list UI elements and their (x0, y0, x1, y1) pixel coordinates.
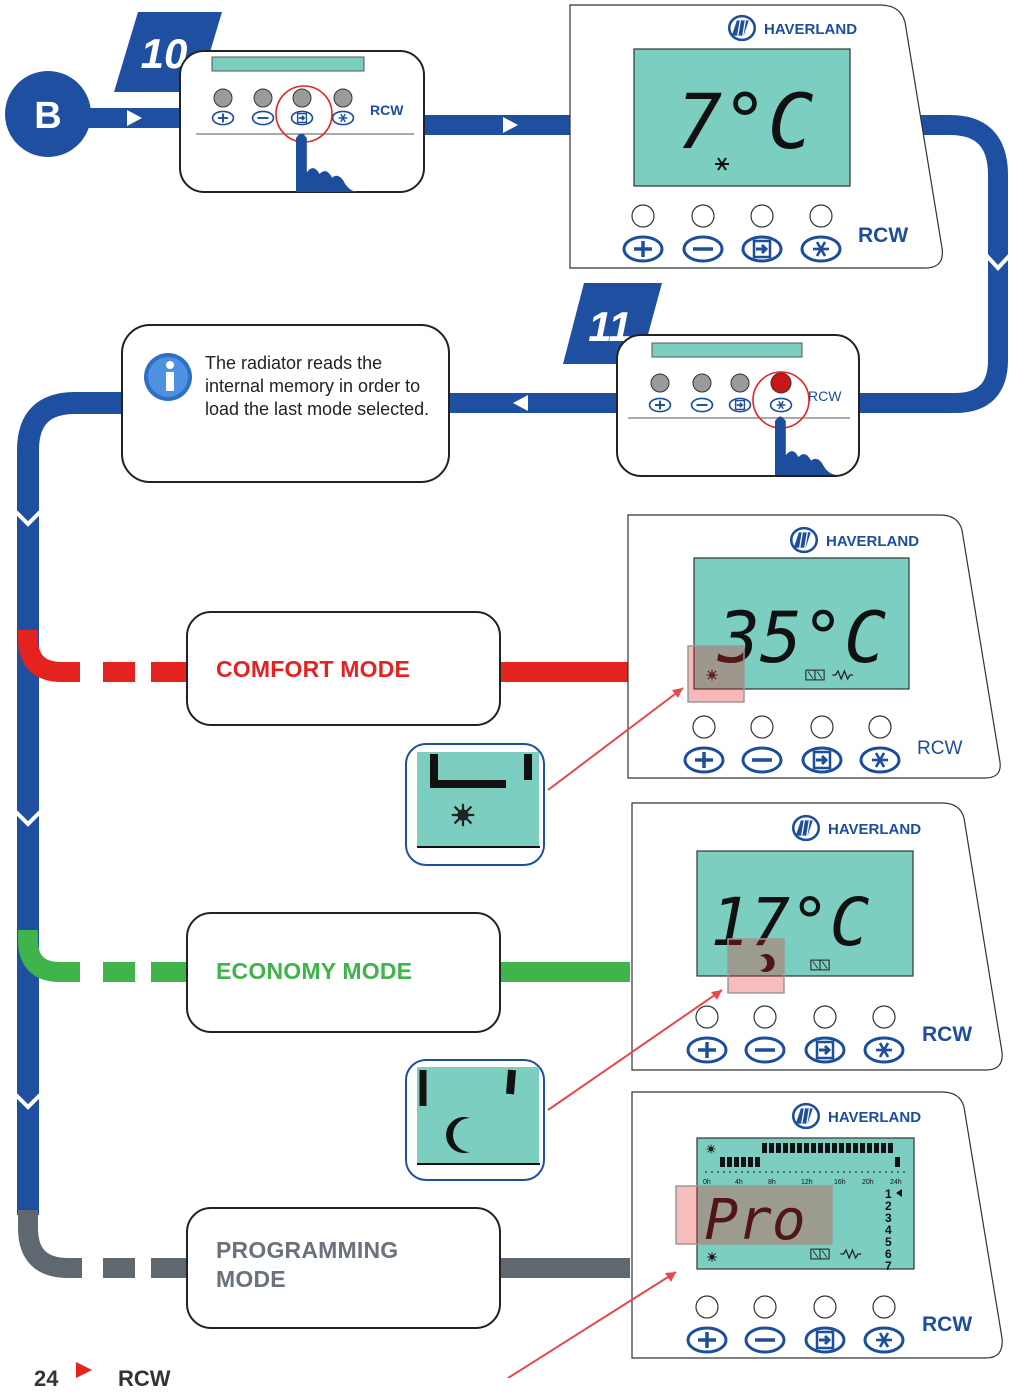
badge-b-label: B (34, 95, 61, 137)
flow-chevron (984, 253, 1009, 271)
step-11-panel: 11 RCW (563, 283, 860, 477)
programming-lcd (696, 1137, 915, 1270)
economy-highlight (727, 938, 785, 994)
svg-text:1: 1 (885, 1187, 892, 1201)
frost-model: RCW (858, 224, 908, 247)
comfort-model: RCW (917, 738, 962, 759)
timeline-ticks: 0h 4h 8h 12h 16h 20h 24h (703, 1179, 902, 1186)
flow-chevron (14, 510, 42, 527)
footer-arrow-icon (76, 1362, 92, 1378)
programming-model: RCW (922, 1313, 972, 1336)
svg-text:6: 6 (885, 1247, 892, 1261)
frost-panel: HAVERLAND 7°C RCW (569, 4, 943, 269)
svg-text:5: 5 (885, 1235, 892, 1249)
economy-brand: HAVERLAND (828, 821, 921, 838)
program-bars-comfort (762, 1143, 893, 1153)
svg-text:12h: 12h (801, 1179, 813, 1186)
comfort-zoom (405, 687, 684, 866)
economy-model: RCW (922, 1023, 972, 1046)
page-number: 24 (34, 1366, 59, 1391)
info-icon (144, 353, 192, 401)
svg-text:4h: 4h (735, 1179, 743, 1186)
comfort-brand: HAVERLAND (826, 533, 919, 550)
svg-text:7: 7 (885, 1259, 892, 1273)
svg-text:2: 2 (885, 1199, 892, 1213)
comfort-panel: HAVERLAND 35°C RCW (627, 514, 1001, 779)
info-message: The radiator reads the internal memory i… (205, 353, 430, 419)
info-box (121, 324, 450, 483)
frost-brand: HAVERLAND (764, 21, 857, 38)
moon-icon (446, 1117, 470, 1153)
svg-text:20h: 20h (862, 1179, 874, 1186)
programming-reading: Pro (704, 1188, 805, 1253)
step-11-model: RCW (808, 388, 842, 404)
step-10-panel: 10 RCW (114, 12, 425, 193)
program-days: 1 2 3 4 5 6 7 (885, 1187, 892, 1273)
economy-panel: HAVERLAND 17°C RCW (631, 802, 1003, 1071)
flow-chevron (513, 395, 528, 411)
comfort-lcd (693, 557, 910, 690)
flow-chevron (14, 1093, 42, 1110)
frost-lcd (633, 48, 851, 187)
programming-brand: HAVERLAND (828, 1109, 921, 1126)
footer-title: RCW (118, 1366, 171, 1391)
frost-reading: 7°C (676, 77, 813, 166)
economy-zoom (405, 989, 723, 1181)
step-10-number: 10 (141, 30, 188, 77)
svg-text:3: 3 (885, 1211, 892, 1225)
economy-mode-label: ECONOMY MODE (216, 958, 413, 984)
program-bars-eco (720, 1157, 900, 1167)
flow-chevron (127, 110, 142, 126)
programming-pointer (507, 1271, 677, 1378)
comfort-mode-box (186, 611, 501, 726)
flow-chevron (14, 810, 42, 827)
svg-text:8h: 8h (768, 1179, 776, 1186)
programming-mode-label: PROGRAMMING MODE (216, 1237, 399, 1292)
programming-panel: HAVERLAND 0h 4h 8h 12h 16h 20h 24h (631, 1091, 1003, 1359)
flow-chevron (503, 117, 518, 133)
comfort-mode-label: COMFORT MODE (216, 656, 411, 682)
frost-lcd-icon (715, 157, 729, 171)
svg-text:16h: 16h (834, 1179, 846, 1186)
badge-b: B (5, 71, 91, 157)
comfort-reading: 35°C (717, 597, 887, 679)
economy-lcd (696, 850, 914, 977)
svg-text:4: 4 (885, 1223, 892, 1237)
flow-lines (14, 108, 1009, 1278)
programming-highlight (675, 1185, 833, 1245)
moon-icon (760, 954, 775, 972)
svg-text:24h: 24h (890, 1179, 902, 1186)
svg-text:0h: 0h (703, 1179, 711, 1186)
comfort-highlight (687, 645, 745, 703)
economy-mode-box (186, 912, 501, 1033)
economy-reading: 17°C (711, 884, 870, 961)
step-10-model: RCW (370, 102, 404, 118)
programming-mode-box (186, 1207, 501, 1329)
